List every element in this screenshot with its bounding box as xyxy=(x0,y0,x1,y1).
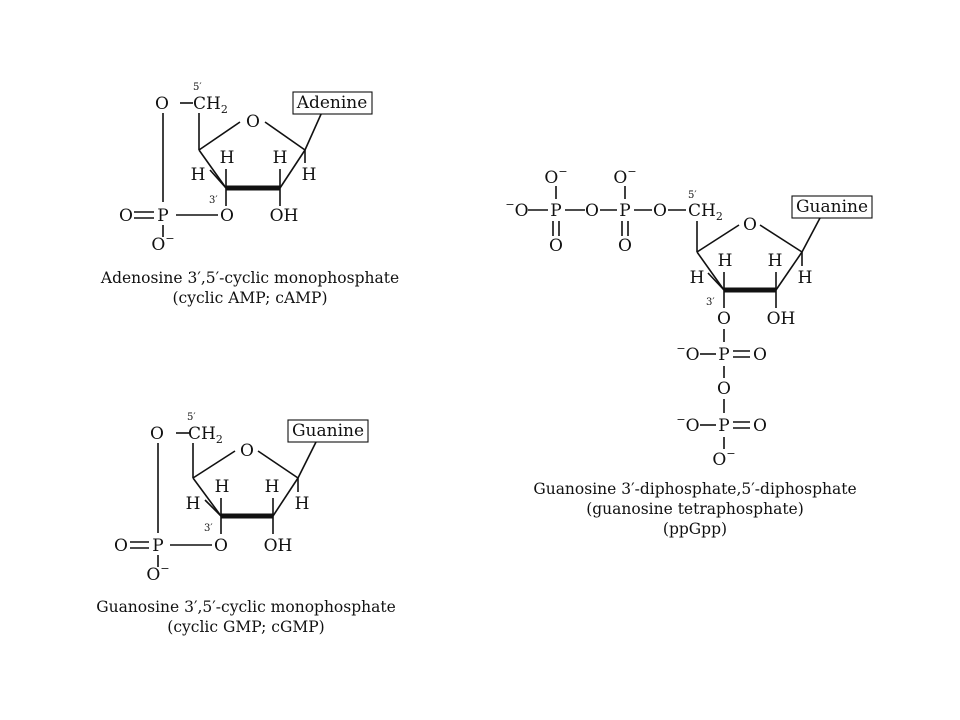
caption-line: (cyclic AMP; cAMP) xyxy=(173,289,328,307)
atom-oxygen: O xyxy=(549,236,563,256)
atom-phosphorus: P xyxy=(718,416,729,436)
ring-oxygen: O xyxy=(240,441,254,461)
bond xyxy=(198,121,241,151)
bond xyxy=(264,121,306,151)
atom-hydrogen: H xyxy=(690,268,705,288)
atom-hydrogen: H xyxy=(768,251,783,271)
caption-line: (cyclic GMP; cGMP) xyxy=(167,618,324,636)
bond xyxy=(198,149,227,189)
atom-hydrogen: H xyxy=(186,494,201,514)
position-label: 5′ xyxy=(187,412,196,423)
atom-oxygen: O xyxy=(717,379,731,399)
atom-methylene: CH2 xyxy=(188,424,223,446)
bond xyxy=(272,477,299,517)
atom-hydrogen: H xyxy=(798,268,813,288)
bond xyxy=(707,272,725,291)
hydroxyl-group: OH xyxy=(264,536,293,556)
bond xyxy=(257,450,299,479)
base-box xyxy=(791,195,873,219)
atom-oxygen-anion: −O xyxy=(676,413,699,436)
atom-methylene: CH2 xyxy=(193,94,228,116)
atom-oxygen: O xyxy=(717,309,731,329)
position-label: 5′ xyxy=(193,82,202,93)
atom-oxygen-anion: O− xyxy=(712,447,735,470)
atom-methylene: CH2 xyxy=(688,201,723,223)
atom-oxygen: O xyxy=(753,416,767,436)
atom-oxygen: O xyxy=(618,236,632,256)
position-label: 3′ xyxy=(706,297,715,308)
position-label: 5′ xyxy=(688,190,697,201)
atom-oxygen: O xyxy=(150,424,164,444)
cgmp-structure: O 5′ CH2 O H H H H 3′ O OH O P O− Guanin… xyxy=(96,412,396,636)
hydroxyl-group: OH xyxy=(270,206,299,226)
atom-oxygen-anion: −O xyxy=(676,342,699,365)
atom-phosphorus: P xyxy=(619,201,630,221)
position-label: 3′ xyxy=(204,523,213,534)
hydroxyl-group: OH xyxy=(767,309,796,329)
atom-hydrogen: H xyxy=(273,148,288,168)
caption-line: Adenosine 3′,5′-cyclic monophosphate xyxy=(100,269,399,287)
bond xyxy=(279,149,306,189)
bond xyxy=(204,499,222,517)
atom-oxygen: O xyxy=(653,201,667,221)
bond xyxy=(759,224,803,253)
atom-hydrogen: H xyxy=(718,251,733,271)
base-box xyxy=(287,419,369,443)
atom-phosphorus: P xyxy=(550,201,561,221)
atom-oxygen-anion: −O xyxy=(505,198,528,221)
base-box xyxy=(292,91,373,115)
bond xyxy=(775,251,803,291)
atom-oxygen: O xyxy=(214,536,228,556)
atom-hydrogen: H xyxy=(215,477,230,497)
camp-structure: O 5′ CH2 O H H H H 3′ O OH O P O− Adenin… xyxy=(100,82,399,307)
bond xyxy=(209,169,227,189)
atom-hydrogen: H xyxy=(191,165,206,185)
atom-oxygen: O xyxy=(220,206,234,226)
atom-phosphorus: P xyxy=(157,206,168,226)
ring-oxygen: O xyxy=(743,215,757,235)
caption-line: (ppGpp) xyxy=(663,520,727,538)
ppgpp-structure: −O P O P O O− O− O O 5′ CH2 O H H H H 3′… xyxy=(505,165,873,538)
bond xyxy=(696,224,740,253)
atom-hydrogen: H xyxy=(302,165,317,185)
atom-phosphorus: P xyxy=(718,345,729,365)
bond xyxy=(304,111,323,151)
atom-oxygen: O xyxy=(119,206,133,226)
caption-line: Guanosine 3′-diphosphate,5′-diphosphate xyxy=(533,480,856,498)
base-label: Guanine xyxy=(796,197,868,217)
bond xyxy=(801,217,821,253)
atom-oxygen: O xyxy=(585,201,599,221)
atom-oxygen-anion: O− xyxy=(151,232,174,255)
atom-oxygen-anion: O− xyxy=(544,165,567,188)
bond xyxy=(696,251,725,291)
bond xyxy=(192,477,222,517)
bond xyxy=(192,450,236,479)
atom-oxygen: O xyxy=(155,94,169,114)
atom-oxygen-anion: O− xyxy=(613,165,636,188)
base-label: Guanine xyxy=(292,421,364,441)
atom-hydrogen: H xyxy=(220,148,235,168)
atom-hydrogen: H xyxy=(295,494,310,514)
atom-oxygen-anion: O− xyxy=(146,562,169,585)
bond xyxy=(297,441,317,479)
base-label: Adenine xyxy=(296,93,368,113)
caption-line: (guanosine tetraphosphate) xyxy=(586,500,804,518)
atom-hydrogen: H xyxy=(265,477,280,497)
caption-line: Guanosine 3′,5′-cyclic monophosphate xyxy=(96,598,396,616)
ring-oxygen: O xyxy=(246,112,260,132)
atom-oxygen: O xyxy=(114,536,128,556)
atom-oxygen: O xyxy=(753,345,767,365)
position-label: 3′ xyxy=(209,195,218,206)
atom-phosphorus: P xyxy=(152,536,163,556)
